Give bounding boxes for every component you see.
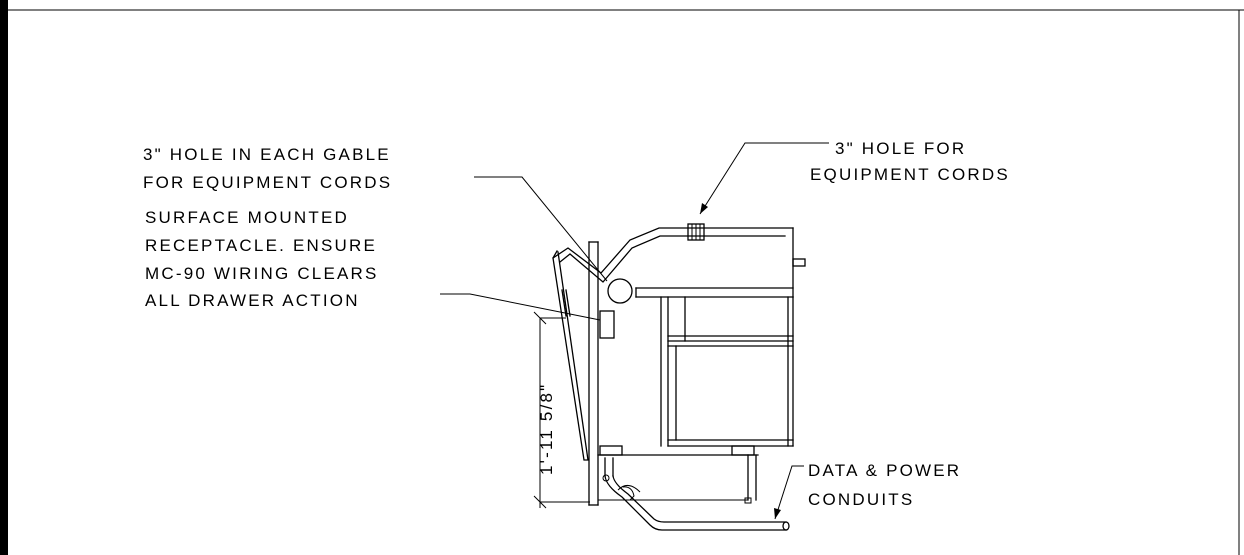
- note-gable-hole-line-1: 3" HOLE IN EACH GABLE: [143, 145, 391, 164]
- note-top-hole-line-2: EQUIPMENT CORDS: [810, 165, 1010, 184]
- note-receptacle-line-4: ALL DRAWER ACTION: [145, 291, 360, 310]
- note-conduits-line-2: CONDUITS: [808, 490, 914, 509]
- note-gable-hole-line-2: FOR EQUIPMENT CORDS: [143, 173, 392, 192]
- data-power-conduit: [602, 457, 790, 531]
- dimension-height-label: 1'-11 5/8": [537, 383, 556, 475]
- note-receptacle-line-1: SURFACE MOUNTED: [145, 208, 349, 227]
- note-receptacle-line-2: RECEPTACLE. ENSURE: [145, 236, 377, 255]
- note-receptacle-line-3: MC-90 WIRING CLEARS: [145, 264, 379, 283]
- note-conduits-line-1: DATA & POWER: [808, 461, 961, 480]
- frame-left-border: [0, 0, 8, 555]
- note-top-hole-line-1: 3" HOLE FOR: [835, 139, 966, 158]
- leader-gable-hole: [474, 176, 608, 282]
- leader-conduits: [774, 465, 804, 520]
- cabinet-section: [552, 223, 806, 506]
- leader-receptacle: [440, 293, 601, 321]
- leader-top-hole: [699, 142, 829, 215]
